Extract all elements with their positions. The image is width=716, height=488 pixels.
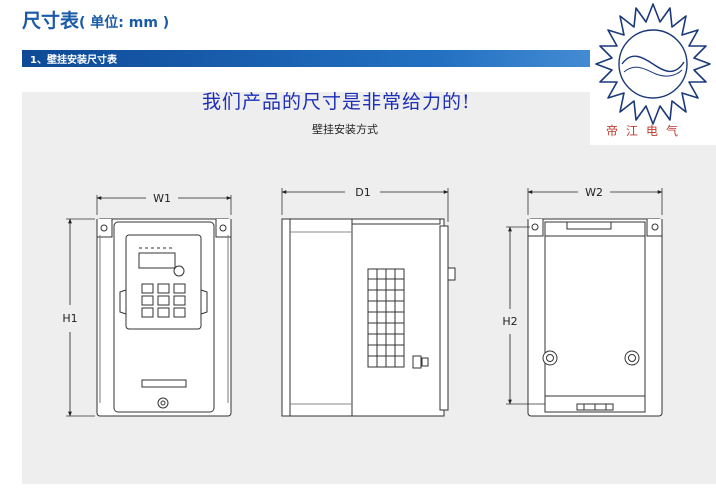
page-title-text: 尺寸表 xyxy=(22,10,80,32)
sun-logo-icon xyxy=(595,3,711,125)
dim-label-h1: H1 xyxy=(62,312,77,325)
company-logo xyxy=(590,0,716,145)
dim-label-d1: D1 xyxy=(355,186,370,199)
dim-label-w1: W1 xyxy=(153,192,171,205)
section-header-label: 1、壁挂安装尺寸表 xyxy=(30,55,117,66)
front-view xyxy=(96,218,232,417)
vent-slots xyxy=(367,268,405,368)
side-view xyxy=(281,218,456,417)
page-title-unit: ( 单位: mm ) xyxy=(79,15,170,31)
drawing-caption: 壁挂安装方式 xyxy=(312,123,378,136)
slogan-text: 我们产品的尺寸是非常给力的! xyxy=(202,91,471,113)
section-header-bar: 1、壁挂安装尺寸表 xyxy=(22,50,716,67)
keypad-buttons xyxy=(141,283,186,318)
dim-label-w2: W2 xyxy=(585,186,603,199)
rear-view xyxy=(527,218,663,417)
page-title: 尺寸表( 单位: mm ) xyxy=(22,6,169,33)
logo-text: 帝江电气 xyxy=(606,124,687,138)
dim-label-h2: H2 xyxy=(502,315,517,328)
